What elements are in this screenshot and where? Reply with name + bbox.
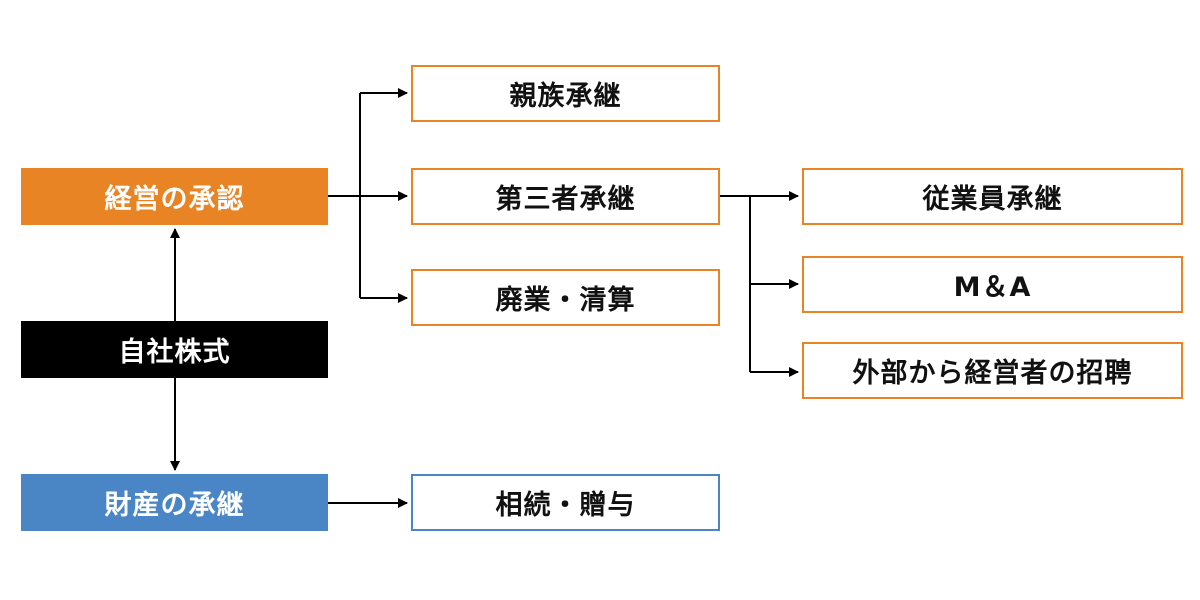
management-succession-box: 経営の承認: [21, 168, 328, 225]
asset-succession-box: 財産の承継: [21, 474, 328, 531]
third-party-succession-box: 第三者承継: [411, 168, 720, 225]
closure-liquidation-box: 廃業・清算: [411, 269, 720, 326]
m-and-a-box: M＆A: [802, 256, 1183, 313]
own-shares-box: 自社株式: [21, 321, 328, 378]
family-succession-box: 親族承継: [411, 65, 720, 122]
external-manager-box: 外部から経営者の招聘: [802, 342, 1183, 399]
inheritance-gift-box: 相続・贈与: [411, 474, 720, 531]
employee-succession-box: 従業員承継: [802, 168, 1183, 225]
